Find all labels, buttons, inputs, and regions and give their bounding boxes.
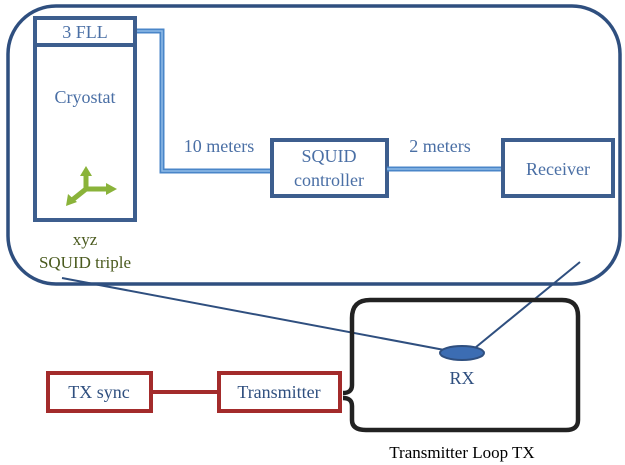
zoom-frame xyxy=(6,4,622,286)
fll-label: 3 FLL xyxy=(62,22,108,42)
cable-10m-label: 10 meters xyxy=(184,136,254,156)
tx-sync-label: TX sync xyxy=(68,382,130,402)
callout-line-left xyxy=(61,277,456,353)
receiver-box xyxy=(501,138,615,198)
squid-controller-box xyxy=(270,138,389,198)
rx-sensor xyxy=(439,345,485,361)
receiver-label: Receiver xyxy=(526,159,590,179)
tx-loop-label: Transmitter Loop TX xyxy=(389,443,534,462)
transmitter-label: Transmitter xyxy=(237,382,320,402)
cryostat-label: Cryostat xyxy=(55,87,116,107)
fll-box xyxy=(33,16,137,47)
tx-sync-box xyxy=(46,371,153,413)
xyz-axes-icon xyxy=(66,166,117,206)
squid-triple-label: SQUID triple xyxy=(39,253,131,272)
rx-label: RX xyxy=(449,368,474,388)
transmitter-loop xyxy=(342,297,581,433)
callout-line-right xyxy=(469,261,581,353)
cable-2m-label: 2 meters xyxy=(409,136,470,156)
xyz-label: xyz xyxy=(73,230,98,249)
transmitter-box xyxy=(217,371,342,413)
squid-controller-line2: controller xyxy=(294,170,364,190)
squid-controller-line1: SQUID xyxy=(301,146,356,166)
